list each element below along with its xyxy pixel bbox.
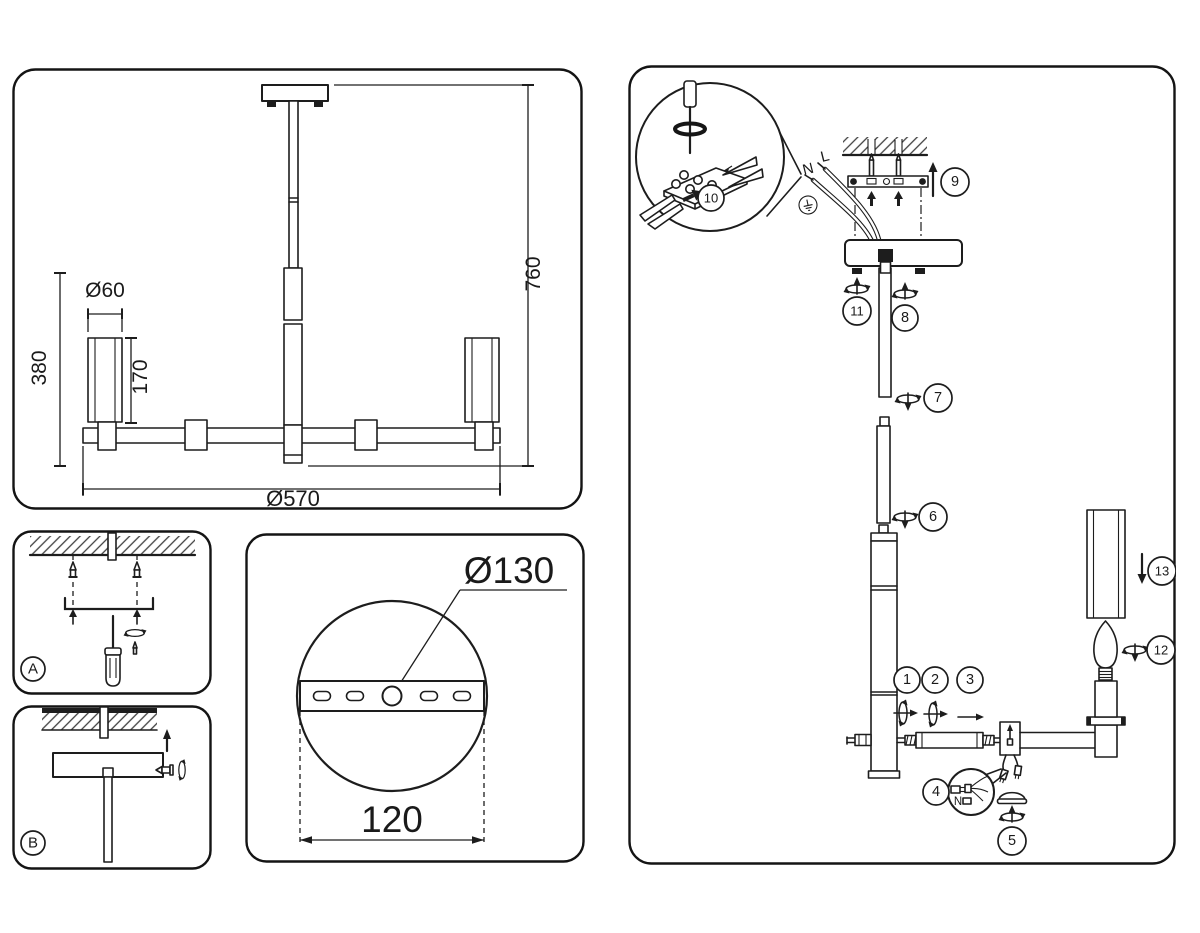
- wire: [1002, 754, 1007, 771]
- shade-cylinder: [1086, 509, 1126, 619]
- mains-wire: [107, 532, 117, 561]
- dim-hole-spacing: 120: [361, 799, 423, 840]
- step-3: 3: [966, 672, 974, 688]
- rotate-icon: [1120, 643, 1150, 662]
- step-4: 4: [932, 784, 940, 800]
- step-badge: [697, 184, 725, 212]
- canopy-outline: [295, 599, 489, 793]
- step-5: 5: [1008, 833, 1016, 849]
- step-1: 1: [903, 672, 911, 688]
- rotate-icon: [997, 805, 1027, 823]
- horizontal-arm: [846, 721, 1096, 784]
- dim-shade-diameter: Ø60: [85, 279, 125, 302]
- central-column: [867, 524, 901, 779]
- stem: [103, 776, 113, 863]
- arrow-right-icon: [957, 713, 984, 721]
- arm-end-cap: 5: [996, 791, 1028, 856]
- ceiling-hatch: [843, 137, 927, 155]
- canopy: [844, 239, 963, 267]
- wire-connect-detail: N 4: [922, 768, 1007, 816]
- wire: [722, 156, 758, 176]
- ground-symbol-icon: [798, 195, 818, 215]
- arrow-down-icon: [1137, 552, 1147, 584]
- step-11: 11: [850, 304, 864, 319]
- detail-neutral-label: N: [954, 796, 962, 808]
- canopy: [52, 752, 164, 778]
- rod-middle: 6: [876, 416, 948, 532]
- step-7: 7: [934, 390, 942, 406]
- canopy-assembly: 11 8 7: [842, 239, 963, 413]
- screwdriver-icon: [104, 614, 122, 687]
- wire-plug: [998, 768, 1009, 784]
- threaded-stud: [99, 706, 109, 739]
- step-b-badge: [20, 830, 46, 856]
- side-screw-icon: [155, 764, 174, 776]
- step-9: 9: [951, 174, 959, 190]
- ceiling-bracket-assembly: 9: [841, 137, 970, 239]
- wire-plug: [1013, 764, 1023, 780]
- wire-label-line: L: [819, 147, 831, 166]
- rotate-icon: [177, 758, 187, 782]
- step-6: 6: [929, 509, 937, 525]
- fixture-side-view: [82, 84, 501, 464]
- anchor-screw-icon: [132, 561, 142, 578]
- arm-attach-steps: 1 2 3: [893, 666, 984, 729]
- assembly-panel: 10 N L 9: [628, 65, 1176, 865]
- terminal-block-detail: 10: [635, 80, 802, 232]
- screwdriver-icon: [673, 80, 707, 155]
- lamp-holder: [1086, 680, 1126, 758]
- center-hole: [381, 685, 403, 707]
- anchor-screw-icon: [68, 561, 78, 578]
- rotate-icon: [893, 392, 923, 411]
- wire: [728, 168, 764, 188]
- rotate-icon: [890, 282, 920, 300]
- rotate-icon: [893, 698, 918, 728]
- bulb-icon: [1093, 620, 1118, 681]
- rotate-icon: [890, 510, 920, 529]
- canopy-detail-panel: Ø130 120: [245, 533, 585, 863]
- wire-label-neutral: N: [801, 160, 816, 179]
- arm-tube: [915, 731, 984, 749]
- dimension-lines: Ø60 380 170 760 Ø570: [28, 84, 545, 510]
- step-8: 8: [901, 310, 909, 326]
- dimension-drawing-panel: Ø60 380 170 760 Ø570: [12, 68, 583, 510]
- rotate-icon: [842, 277, 872, 295]
- wire: [639, 194, 676, 222]
- mount-step-a-panel: A: [12, 530, 212, 695]
- step-b-label: B: [28, 835, 38, 852]
- wire: [647, 203, 684, 230]
- dim-shade-height: 170: [129, 359, 152, 394]
- mounting-bracket: [847, 175, 929, 188]
- rotate-icon: [122, 628, 148, 655]
- mount-step-b-panel: B: [12, 705, 212, 870]
- step-10: 10: [704, 191, 718, 206]
- rotate-icon: [923, 699, 948, 729]
- dim-overall-diameter: Ø570: [266, 486, 320, 510]
- left-shade: [87, 337, 123, 423]
- dim-body-height: 380: [28, 350, 51, 385]
- arrow-up-icon: [69, 609, 141, 625]
- rod-upper: [878, 267, 892, 398]
- dim-bracket-diameter: Ø130: [464, 550, 555, 591]
- dim-overall-height: 760: [522, 256, 545, 291]
- right-shade: [464, 337, 500, 423]
- arrow-up-icon: [163, 729, 171, 753]
- step-a-label: A: [28, 661, 38, 678]
- step-2: 2: [931, 672, 939, 688]
- mounting-bracket: [63, 596, 155, 611]
- step-a-badge: [20, 656, 46, 682]
- step-12: 12: [1154, 643, 1168, 658]
- step-13: 13: [1155, 564, 1169, 579]
- panel-border: [12, 68, 583, 510]
